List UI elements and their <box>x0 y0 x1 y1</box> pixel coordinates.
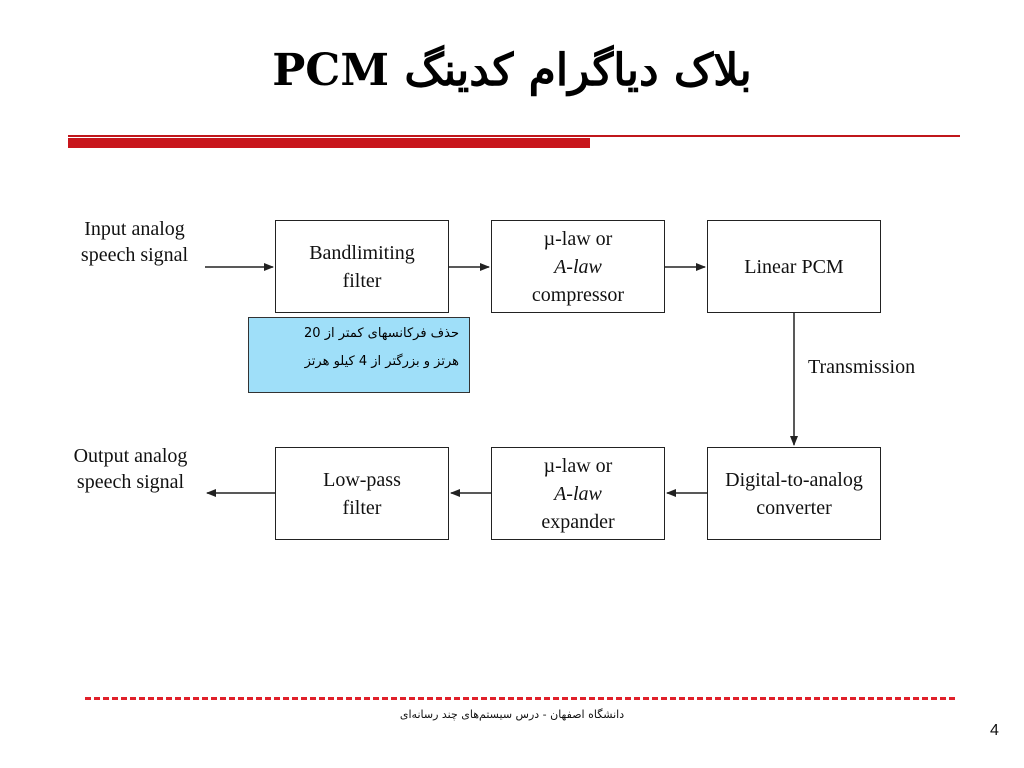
page-number: 4 <box>990 722 999 739</box>
title-underline-thin <box>68 135 960 137</box>
compressor-line3: compressor <box>531 283 625 306</box>
footer-text: دانشگاه اصفهان - درس سیستم‌های چند رسانه… <box>399 708 625 721</box>
dac-line2: converter <box>756 496 832 519</box>
input-label-line2: speech signal <box>80 244 189 266</box>
compressor-line2: A-law <box>554 255 602 278</box>
compressor-block: µ-law or A-law compressor <box>491 220 665 313</box>
note-line2: هرتز و بزرگتر از 4 کیلو هرتز <box>304 354 459 369</box>
lowpass-line1: Low-pass <box>323 468 401 491</box>
expander-line1: µ-law or <box>543 454 613 477</box>
input-label-line1: Input analog <box>84 218 185 240</box>
linear-pcm-block: Linear PCM <box>707 220 881 313</box>
lowpass-filter-block: Low-pass filter <box>275 447 449 540</box>
compressor-line1: µ-law or <box>543 227 613 250</box>
title-underline-thick <box>68 138 590 148</box>
expander-line3: expander <box>541 510 615 533</box>
dac-block: Digital-to-analog converter <box>707 447 881 540</box>
footer-dashed-line <box>85 697 955 700</box>
note-line1: حذف فرکانسهای کمتر از 20 <box>304 326 459 341</box>
bandlimiting-line2: filter <box>342 269 382 292</box>
slide-title: بلاک دیاگرام کدینگ PCM <box>272 45 752 96</box>
output-label-line1: Output analog <box>73 445 188 467</box>
input-signal-label: Input analog speech signal <box>62 216 207 268</box>
lowpass-line2: filter <box>342 496 382 519</box>
dac-line1: Digital-to-analog <box>725 468 863 491</box>
output-signal-label: Output analog speech signal <box>58 443 203 495</box>
bandlimiting-line1: Bandlimiting <box>309 241 415 264</box>
expander-line2: A-law <box>554 482 602 505</box>
frequency-note-box: حذف فرکانسهای کمتر از 20 هرتز و بزرگتر ا… <box>248 317 470 393</box>
output-label-line2: speech signal <box>76 471 185 493</box>
expander-block: µ-law or A-law expander <box>491 447 665 540</box>
bandlimiting-filter-block: Bandlimiting filter <box>275 220 449 313</box>
linear-pcm-label: Linear PCM <box>744 255 844 278</box>
transmission-label: Transmission <box>808 356 916 378</box>
